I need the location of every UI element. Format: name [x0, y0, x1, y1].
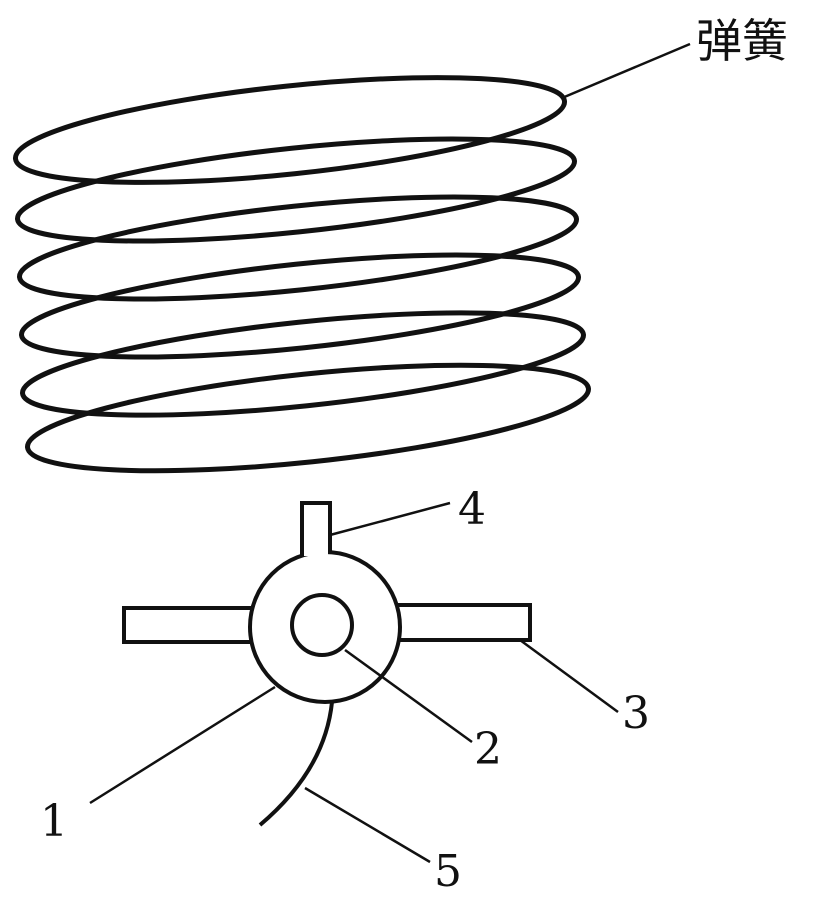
leader-5: [305, 788, 430, 862]
part-label-3: 3: [622, 692, 650, 736]
part-label-2: 2: [474, 728, 502, 772]
center-hole-part-2: [292, 595, 352, 655]
part-label-1: 1: [40, 800, 68, 844]
leader-4: [330, 503, 450, 535]
spring-leader-line: [562, 44, 690, 98]
leader-1: [90, 687, 275, 803]
spring-coils: [11, 57, 593, 491]
right-bar-part-3: [396, 605, 530, 640]
wire-part-5: [260, 702, 332, 825]
leader-2: [345, 650, 472, 742]
part-label-5: 5: [434, 850, 462, 894]
spring-label: 弹簧: [696, 18, 788, 64]
spring-coil: [23, 345, 593, 491]
part-label-4: 4: [458, 488, 486, 532]
left-bar: [124, 608, 254, 642]
leader-3: [520, 640, 618, 712]
